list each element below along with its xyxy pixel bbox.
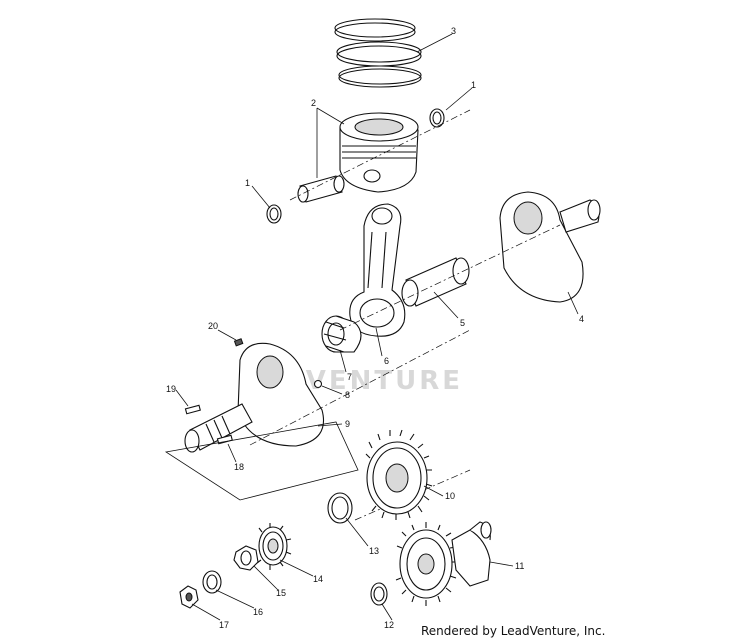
callout-3: 3: [451, 26, 456, 36]
leader-lines: [175, 33, 579, 621]
callout-8: 8: [345, 390, 350, 400]
callout-9: 9: [345, 419, 350, 429]
timing-gear: [256, 523, 292, 570]
callout-20: 20: [208, 321, 218, 331]
callout-6: 6: [384, 356, 389, 366]
washer-16: [202, 570, 222, 594]
drive-gear: [365, 429, 433, 520]
callout-18: 18: [234, 462, 244, 472]
washer-12: [370, 582, 388, 606]
callout-1-top: 1: [471, 80, 476, 90]
crank-pin: [401, 257, 470, 307]
needle-bearing: [321, 315, 362, 353]
callout-5: 5: [460, 318, 465, 328]
wrist-pin: [297, 175, 345, 203]
ball-8: [313, 379, 323, 389]
callout-14: 14: [313, 574, 323, 584]
callout-2: 2: [311, 98, 316, 108]
callout-13: 13: [369, 546, 379, 556]
crankshaft-right: [499, 191, 601, 303]
callout-17: 17: [219, 620, 229, 630]
circlip-top: [429, 108, 445, 128]
callout-1-left: 1: [245, 178, 250, 188]
render-credit: Rendered by LeadVenture, Inc.: [421, 624, 606, 638]
pin-18: [216, 434, 233, 445]
nut-17: [179, 585, 199, 609]
piston: [339, 112, 419, 193]
circlip-left: [266, 204, 282, 224]
callout-15: 15: [276, 588, 286, 598]
callout-19: 19: [166, 384, 176, 394]
callout-10: 10: [445, 491, 455, 501]
connecting-rod: [349, 203, 406, 337]
key-20: [233, 338, 244, 347]
balancer-shaft: [395, 521, 492, 606]
callout-4: 4: [579, 314, 584, 324]
piston-rings: [334, 18, 422, 88]
callout-11: 11: [515, 561, 524, 571]
callout-16: 16: [253, 607, 263, 617]
thrust-washer: [327, 492, 353, 524]
pin-19: [184, 404, 201, 415]
callout-7: 7: [347, 372, 352, 382]
crankshaft-left: [184, 342, 324, 453]
callout-12: 12: [384, 620, 394, 630]
callouts: 3 1 2 1 4 5 6 7 20 19 8 9 18 10 13 14 15…: [166, 26, 584, 630]
